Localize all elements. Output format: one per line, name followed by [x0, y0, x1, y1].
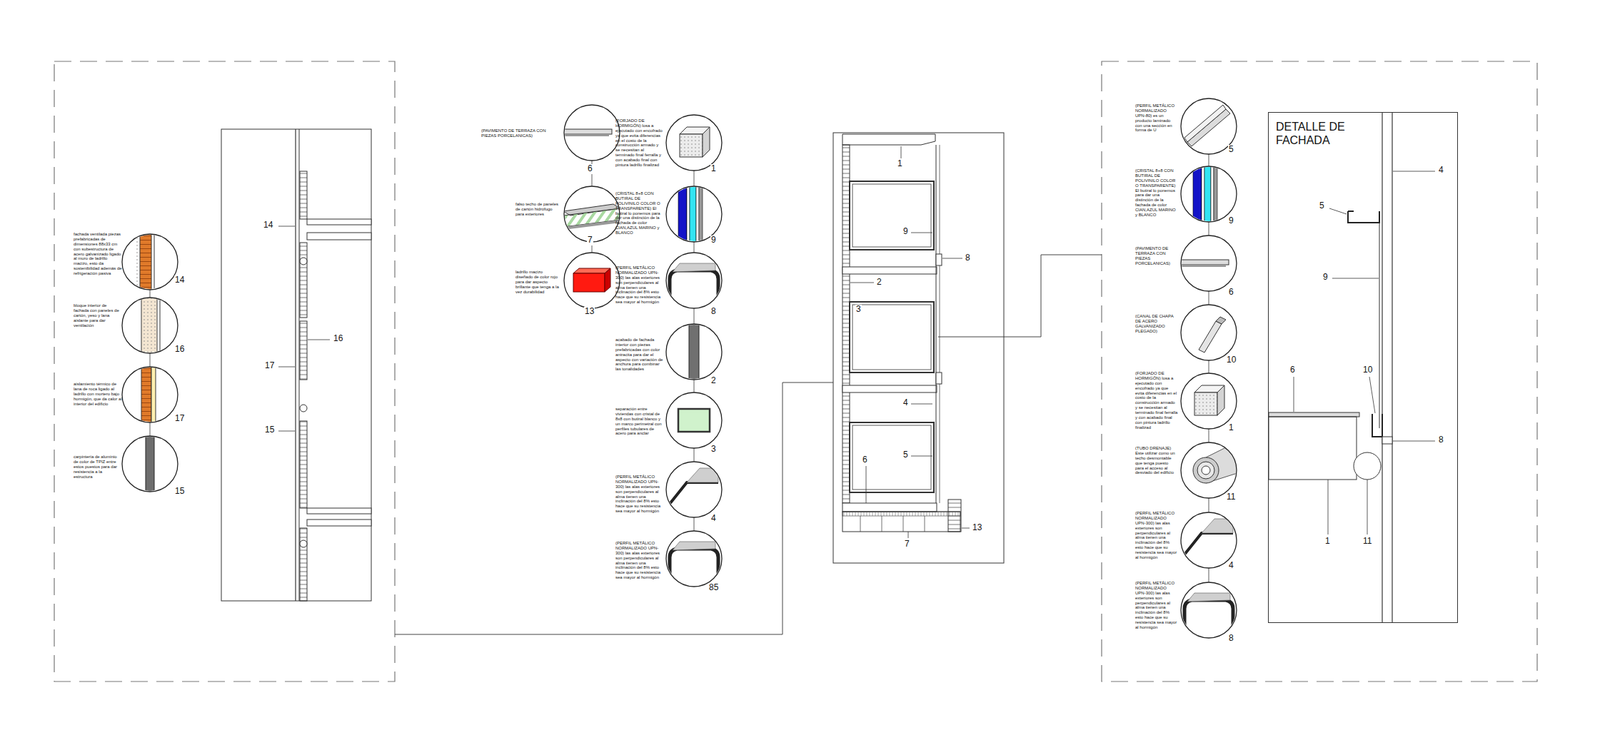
callout-number: 7 [903, 539, 911, 550]
callout-number: 9 [902, 227, 909, 238]
callout-number: 1 [1324, 536, 1331, 547]
callout-number: 15 [174, 486, 185, 497]
material-note: carpintería de aluminio de color de TPIZ… [73, 454, 123, 480]
material-note: (FORJADO DE HORMIGÓN) losa a ejecutado c… [615, 118, 664, 168]
callout-number: 2 [710, 376, 717, 387]
material-note: (PERFIL METÁLICO NORMALIZADO UPN-80) es … [1135, 103, 1179, 133]
callout-number: 17 [174, 414, 185, 425]
material-note: (CRISTAL 8+8 CON BUTIRAL DE POLIVINILO C… [615, 191, 664, 236]
material-note: (FORJADO DE HORMIGÓN) losa a ejecutado c… [1135, 371, 1179, 431]
material-note: separación entre viviendas con cristal d… [615, 406, 664, 437]
callout-number: 2 [876, 277, 883, 288]
callout-number: 15 [264, 425, 275, 436]
detail-frame: DETALLE DE FACHADA [1268, 112, 1458, 624]
callout-number: 9 [1322, 272, 1329, 283]
material-note: acabado de fachada interior con piezas p… [615, 337, 664, 372]
material-note: falso techo de paneles de cartón hidrófu… [515, 202, 560, 218]
callout-number: 6 [861, 455, 869, 466]
callout-number: 3 [855, 304, 862, 315]
material-note: (PERFIL METÁLICO NORMALIZADO UPN-300) la… [1135, 581, 1179, 631]
material-note: (PERFIL METÁLICO NORMALIZADO UPN-300) la… [615, 265, 664, 305]
callout-number: 3 [710, 444, 717, 455]
callout-number: 4 [902, 398, 909, 409]
callout-number: 14 [262, 220, 274, 231]
material-note: (PERFIL METÁLICO NORMALIZADO UPN-300) la… [615, 474, 664, 515]
material-note: aislamiento térmico de lana de roca liga… [73, 381, 123, 407]
callout-number: 8 [1437, 435, 1445, 446]
callout-number: 10 [1362, 365, 1373, 376]
callout-number: 6 [586, 164, 594, 175]
callout-number: 85 [708, 583, 719, 594]
detail-title: DETALLE DE FACHADA [1275, 119, 1355, 148]
callout-number: 17 [264, 361, 275, 372]
callout-number: 8 [710, 307, 717, 318]
material-note: (CRISTAL 8+8 CON BUTIRAL DE POLIVINILO C… [1135, 168, 1179, 218]
callout-number: 9 [710, 235, 717, 246]
material-note: (PERFIL METÁLICO NORMALIZADO UPN-300) la… [1135, 511, 1179, 561]
callout-number: 13 [971, 523, 983, 534]
callout-number: 13 [584, 307, 595, 318]
callout-number: 16 [174, 344, 185, 355]
callout-number: 10 [1225, 355, 1237, 366]
callout-number: 16 [332, 334, 344, 345]
callout-number: 8 [964, 253, 971, 264]
callout-number: 4 [710, 514, 717, 525]
callout-number: 4 [1228, 561, 1235, 572]
callout-number: 6 [1228, 287, 1235, 298]
callout-number: 8 [1228, 634, 1235, 644]
callout-number: 11 [1225, 492, 1236, 503]
callout-number: 5 [1228, 144, 1235, 155]
callout-number: 5 [1318, 201, 1326, 212]
callout-number: 9 [1228, 216, 1235, 227]
callout-number: 11 [1362, 536, 1373, 547]
material-note: (PAVIMENTO DE TERRAZA CON PIEZAS PORCELA… [1135, 246, 1179, 267]
callout-number: 4 [1437, 165, 1445, 176]
material-note: bloque interior de fachada con paneles d… [73, 303, 123, 328]
callout-number: 1 [710, 164, 717, 175]
callout-number: 1 [1228, 423, 1235, 434]
material-note: (TUBO DRENAJE) Este utilizar como un tec… [1135, 446, 1179, 476]
material-note: (PERFIL METÁLICO NORMALIZADO UPN-300) la… [615, 541, 664, 581]
callout-number: 6 [1289, 365, 1296, 376]
callout-number: 7 [586, 235, 594, 246]
material-note: (PAVIMENTO DE TERRAZA CON PIEZAS PORCELA… [481, 128, 553, 139]
callout-number: 14 [174, 275, 185, 286]
material-note: fachada ventilada piezas prefabricadas d… [73, 232, 123, 277]
callout-number: 1 [896, 159, 904, 170]
callout-number: 5 [902, 450, 909, 461]
material-note: (CANAL DE CHAPA DE ACERO GALVANIZADO PLE… [1135, 314, 1179, 335]
material-note: ladrillo macizo diseñado de color rojo p… [515, 269, 560, 295]
